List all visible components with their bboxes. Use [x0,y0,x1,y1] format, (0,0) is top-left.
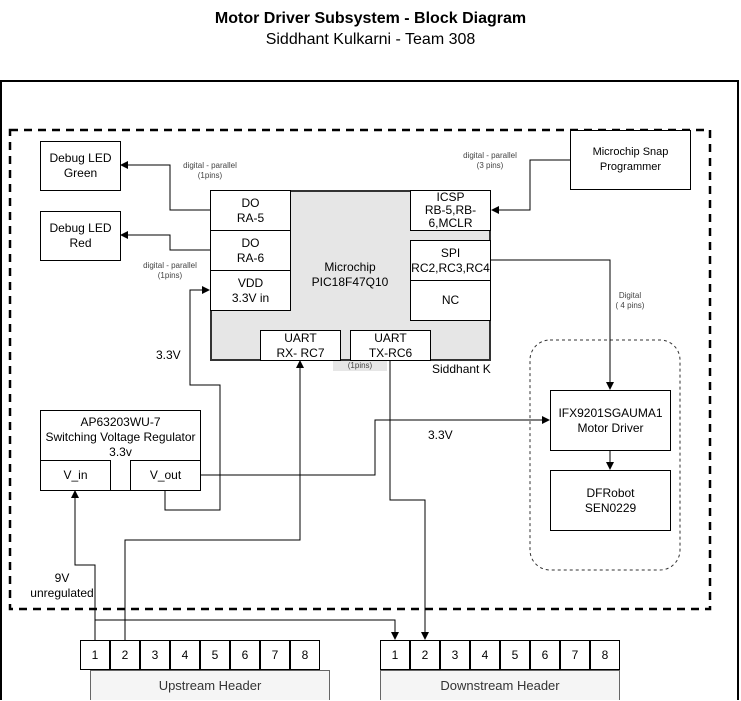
pin-spi[interactable]: SPI RC2,RC3,RC4 [410,240,491,281]
green-link-label: digital - parallel (1pins) [183,161,237,180]
upstream-pin[interactable]: 6 [230,640,260,670]
pin-vdd[interactable]: VDD 3.3V in [210,270,291,311]
downstream-pin[interactable]: 7 [560,640,590,670]
downstream-pin[interactable]: 5 [500,640,530,670]
downstream-pin[interactable]: 2 [410,640,440,670]
debug-led-green-block[interactable]: Debug LED Green [40,141,121,191]
upstream-header-label: Upstream Header [90,670,330,700]
regulator-vout[interactable]: V_out [130,460,201,491]
pin-icsp[interactable]: ICSP RB-5,RB- 6,MCLR [410,190,491,231]
upstream-pin[interactable]: 8 [290,640,320,670]
diagram-title: Motor Driver Subsystem - Block Diagram [214,10,527,27]
upstream-pin[interactable]: 3 [140,640,170,670]
mcu-owner-label: Siddhant K [432,362,491,376]
icsp-link-label: digital - parallel (3 pins) [463,151,517,170]
downstream-pin[interactable]: 8 [590,640,620,670]
downstream-pin[interactable]: 3 [440,640,470,670]
pin-uart-tx[interactable]: UART TX-RC6 [350,330,431,361]
red-link-label: digital - parallel (1pins) [143,261,197,280]
pin-do-ra6[interactable]: DO RA-6 [210,230,291,271]
snap-programmer-block[interactable]: Microchip Snap Programmer [570,130,691,190]
upstream-pin[interactable]: 7 [260,640,290,670]
downstream-header-label: Downstream Header [380,670,620,700]
debug-led-red-block[interactable]: Debug LED Red [40,211,121,261]
downstream-pin[interactable]: 6 [530,640,560,670]
downstream-pin[interactable]: 1 [380,640,410,670]
diagram-subtitle: Siddhant Kulkarni - Team 308 [265,31,476,48]
downstream-header: 1 2 3 4 5 6 7 8 [380,640,620,670]
upstream-pin[interactable]: 5 [200,640,230,670]
regulator-vin[interactable]: V_in [40,460,111,491]
sensor-block[interactable]: DFRobot SEN0229 [550,470,671,531]
outer-frame [0,80,739,700]
nine-volt-label: 9V unregulated [30,571,94,600]
upstream-header: 1 2 3 4 5 6 7 8 [80,640,320,670]
spi-link-label: Digital ( 4 pins) [615,291,645,310]
uart-link-label: (1pins) [333,361,387,371]
pin-nc[interactable]: NC [410,280,491,321]
vdd-voltage-label: 3.3V [156,348,181,362]
upstream-pin[interactable]: 4 [170,640,200,670]
pin-uart-rx[interactable]: UART RX- RC7 [260,330,341,361]
motor-driver-block[interactable]: IFX9201SGAUMA1 Motor Driver [550,390,671,451]
pin-do-ra5[interactable]: DO RA-5 [210,190,291,231]
downstream-pin[interactable]: 4 [470,640,500,670]
upstream-pin[interactable]: 2 [110,640,140,670]
driver-voltage-label: 3.3V [428,428,453,442]
mcu-name: Microchip PIC18F47Q10 [311,260,389,289]
upstream-pin[interactable]: 1 [80,640,110,670]
